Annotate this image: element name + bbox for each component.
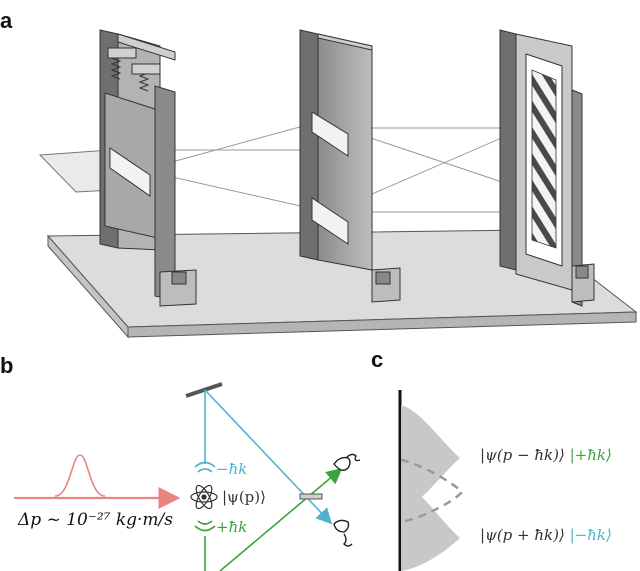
beam-splitter-icon [299,493,323,500]
lower-ket-label: |−ħk⟩ [569,526,612,544]
upper-state-row: |ψ(p − ħk)⟩ |+ħk⟩ [480,446,612,464]
dashed-wavepacket-outline [400,458,464,524]
third-grating-screen [499,29,595,307]
bolt-icon [375,271,391,285]
detector-upper-icon [333,453,361,471]
first-grating [99,29,197,307]
minus-hk-label: −ħk [216,460,248,478]
upper-ket-label: |+ħk⟩ [569,446,612,464]
lower-state-row: |ψ(p + ħk)⟩ |−ħk⟩ [480,526,612,544]
bolt-icon [171,271,187,285]
upper-state-label: |ψ(p − ħk)⟩ [480,446,565,464]
cyan-wave-icon [194,461,216,473]
momentum-spread-label: Δp ~ 10⁻²⁷ kg·m/s [18,510,174,530]
upper-wavepacket-fill [401,405,460,510]
plus-hk-label: +ħk [216,518,248,536]
detector-lower-icon [333,519,353,547]
wavepacket-peak [54,454,106,497]
panel-label-a: a [0,8,13,33]
apparatus-illustration [38,29,638,339]
panel-label-b: b [0,353,14,378]
atom-icon [190,484,218,510]
psi-state-label: |ψ(p)⟩ [222,488,266,506]
lower-state-label: |ψ(p + ħk)⟩ [480,526,565,544]
green-wave-icon [194,520,216,532]
bolt-icon [575,265,589,279]
lower-wavepacket-fill [401,478,460,571]
panel-label-c: c [371,347,384,372]
interference-fringes [531,69,557,249]
mirror-icon [185,382,223,398]
second-grating [299,29,401,303]
